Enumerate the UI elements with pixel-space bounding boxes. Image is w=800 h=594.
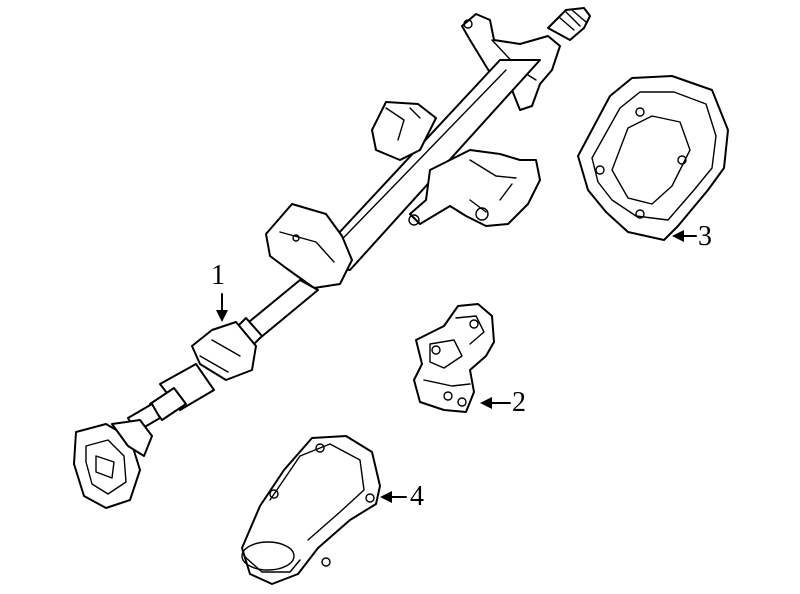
boot-cover-part bbox=[241, 435, 381, 585]
steering-column-assembly bbox=[73, 7, 591, 509]
callout-arrow-2 bbox=[480, 397, 511, 409]
callout-arrow-3 bbox=[672, 230, 697, 242]
callout-label-2: 2 bbox=[512, 387, 526, 418]
bracket-part bbox=[413, 303, 495, 413]
cover-plate-part bbox=[577, 75, 729, 241]
callout-label-1: 1 bbox=[211, 260, 225, 291]
callout-arrow-4 bbox=[380, 491, 407, 503]
callout-arrow-1 bbox=[216, 293, 228, 322]
callout-label-4: 4 bbox=[410, 481, 424, 512]
callout-label-3: 3 bbox=[698, 221, 712, 252]
